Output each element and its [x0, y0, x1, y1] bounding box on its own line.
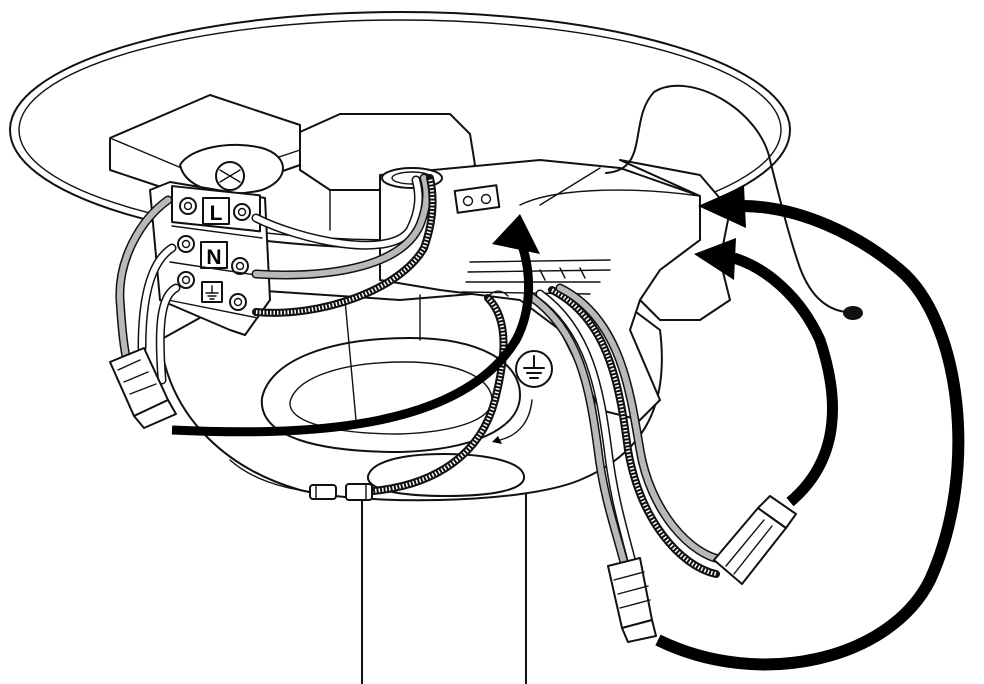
arrow-receiver-to-housing [655, 186, 965, 671]
earth-wire-assembly [229, 294, 508, 501]
terminal-earth-symbol-icon [205, 285, 219, 300]
motor-plug-bottom [607, 557, 657, 643]
terminal-neutral-label: N [206, 246, 221, 269]
instruction-arrows [171, 186, 965, 671]
terminal-earth [177, 271, 247, 311]
arrow-plug-to-housing [694, 238, 838, 507]
terminal-mount-bracket [109, 94, 301, 201]
down-rod [361, 469, 527, 684]
earth-symbol-icon [492, 350, 553, 444]
motor-plug-right [713, 495, 797, 585]
receiver-connector-plate [453, 184, 501, 214]
terminal-block: L N [149, 181, 271, 336]
crimp-connector-right [345, 483, 373, 501]
terminal-neutral: N [177, 235, 249, 275]
receiver-input-wires [251, 173, 437, 317]
motor-wire-bundle [485, 283, 729, 578]
crimp-connector-left [309, 484, 337, 500]
supply-plug-connector [109, 347, 177, 429]
antenna-wire [605, 84, 863, 320]
supply-wires [115, 195, 181, 385]
terminal-live: L [171, 185, 261, 233]
arrow-supply-to-receiver [171, 214, 540, 437]
terminal-live-label: L [210, 202, 223, 225]
